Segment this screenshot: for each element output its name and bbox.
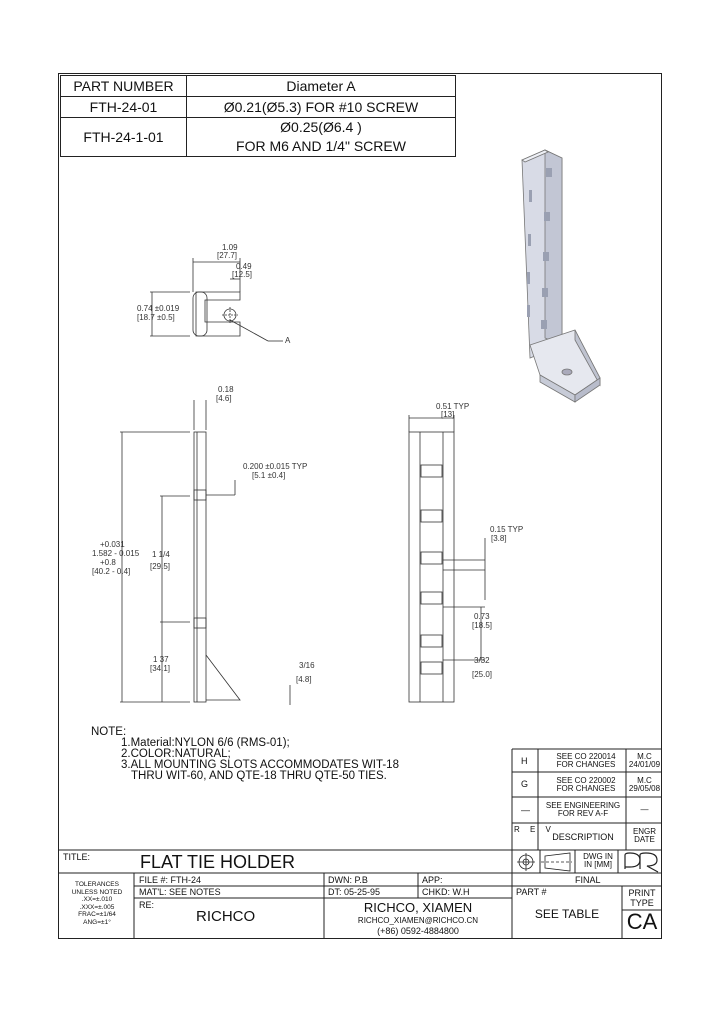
dim-side-thk-mm: [4.6]	[216, 394, 232, 403]
print-type-value: CA	[626, 909, 658, 934]
dim-base-h-mm: [34.1]	[150, 664, 171, 673]
rev-h: H	[521, 756, 528, 766]
front-view	[408, 415, 486, 703]
dim-top-depth-mm: [12.5]	[232, 270, 253, 279]
dim-pitch-a-mm: [29.5]	[150, 562, 171, 571]
front-slots	[420, 464, 443, 675]
side-view	[120, 400, 291, 705]
dim-base-h: 1 37	[153, 655, 169, 664]
tolerances: TOLERANCES UNLESS NOTED .XX=±.010 .XXX=±…	[71, 881, 123, 926]
dim-slot-width-mm: [5.1 ±0.4]	[252, 471, 286, 480]
re-value: RICHCO	[196, 908, 256, 925]
dim-pitch-a: 1 1/4	[152, 550, 170, 559]
rev-g: G	[521, 779, 529, 789]
dim-slot-width: 0.200 ±0.015 TYP	[243, 462, 308, 471]
dim-front-w-mm: [13]	[441, 410, 455, 419]
rev-header-rev: R E V	[514, 825, 551, 834]
dim-slot-gap: 0.15 TYP	[490, 525, 524, 534]
file-number: FILE #: FTH-24	[139, 875, 202, 885]
note-2: 2.COLOR:NATURAL;	[121, 748, 231, 760]
drawing-title: FLAT TIE HOLDER	[140, 852, 296, 872]
rev-af-engr: —	[640, 805, 649, 814]
row2-diameter: Ø0.25(Ø6.4 ) FOR M6 AND 1/4" SCREW	[186, 117, 456, 157]
row2-diameter-line1: Ø0.25(Ø6.4 )	[280, 119, 362, 135]
dim-top-height-mm: [18.7 ±0.5]	[137, 313, 175, 322]
rev-g-engr: M.C 29/05/08	[628, 776, 661, 793]
dim-top-height: 0.74 ±0.019	[137, 304, 180, 313]
rev-g-desc: SEE CO 220002 FOR CHANGES	[556, 776, 616, 793]
checked-by: CHKD: W.H	[422, 887, 470, 897]
title-label: TITLE:	[63, 852, 91, 862]
dim-base-thk: 3/16	[299, 661, 315, 670]
rev-af: —	[521, 805, 530, 815]
header-diameter: Diameter A	[186, 75, 456, 97]
projection-symbol	[517, 852, 572, 872]
dim-slot-gap-mm: [3.8]	[491, 534, 507, 543]
material: MAT'L: SEE NOTES	[139, 887, 221, 897]
re-label: RE:	[139, 900, 155, 910]
dim-overall-4: [40.2 - 0.4]	[92, 567, 131, 576]
rev-header-desc: DESCRIPTION	[552, 832, 614, 842]
note-3: 3.ALL MOUNTING SLOTS ACCOMMODATES WIT-18	[121, 759, 399, 771]
dim-front-w: 0.51 TYP	[436, 402, 470, 411]
notes-heading: NOTE:	[91, 726, 127, 738]
dim-overall-3: +0.8	[100, 558, 116, 567]
note-1: 1.Material:NYLON 6/6 (RMS-01);	[121, 737, 290, 749]
rev-header-engr: ENGR DATE	[632, 827, 657, 844]
dim-base-thk-mm: [4.8]	[296, 675, 312, 684]
print-type-label: PRINT TYPE	[628, 888, 656, 908]
part-value: SEE TABLE	[534, 907, 600, 921]
isometric-view	[521, 149, 601, 403]
rev-af-desc: SEE ENGINEERING FOR REV A-F	[545, 801, 621, 818]
dim-slot-pitch-mm: [18.5]	[472, 621, 493, 630]
dim-top-width: 1.09	[222, 243, 238, 252]
rev-h-desc: SEE CO 220014 FOR CHANGES	[556, 752, 616, 769]
dim-overall-1: +0.031	[100, 540, 125, 549]
richco-logo	[624, 852, 659, 873]
part-number-table: PART NUMBER Diameter A FTH-24-01 Ø0.21(Ø…	[60, 75, 456, 157]
dim-top-width-mm: [27.7]	[217, 251, 238, 260]
dim-slot-last: 3/32	[474, 656, 490, 665]
rev-h-engr: M.C 24/01/09	[628, 752, 661, 769]
drawing-border	[58, 73, 662, 939]
dim-slot-last-mm: [25.0]	[472, 670, 493, 679]
company-name: RICHCO, XIAMEN	[363, 900, 473, 915]
dwg-units: DWG IN IN [MM]	[583, 852, 613, 869]
part-label: PART #	[516, 887, 547, 897]
company-phone: (+86) 0592-4884800	[377, 926, 459, 936]
hole-callout: A	[285, 336, 291, 345]
final-label: FINAL	[575, 875, 601, 885]
dim-top-depth: 0.49	[236, 262, 252, 271]
approved-by: APP:	[422, 875, 443, 885]
dim-overall-2: 1.582 - 0.015	[92, 549, 140, 558]
company-email: RICHCO_XIAMEN@RICHCO.CN	[357, 916, 479, 925]
row2-part: FTH-24-1-01	[60, 117, 187, 157]
dim-side-thk: 0.18	[218, 385, 234, 394]
top-view	[150, 258, 283, 342]
title-block-lines	[58, 748, 662, 938]
note-3-cont: THRU WIT-60, AND QTE-18 THRU QTE-50 TIES…	[131, 770, 387, 782]
row2-diameter-line2: FOR M6 AND 1/4" SCREW	[236, 138, 406, 154]
date: DT: 05-25-95	[328, 887, 381, 897]
drawn-by: DWN: P.B	[328, 875, 368, 885]
dim-slot-pitch: 0.73	[474, 612, 490, 621]
